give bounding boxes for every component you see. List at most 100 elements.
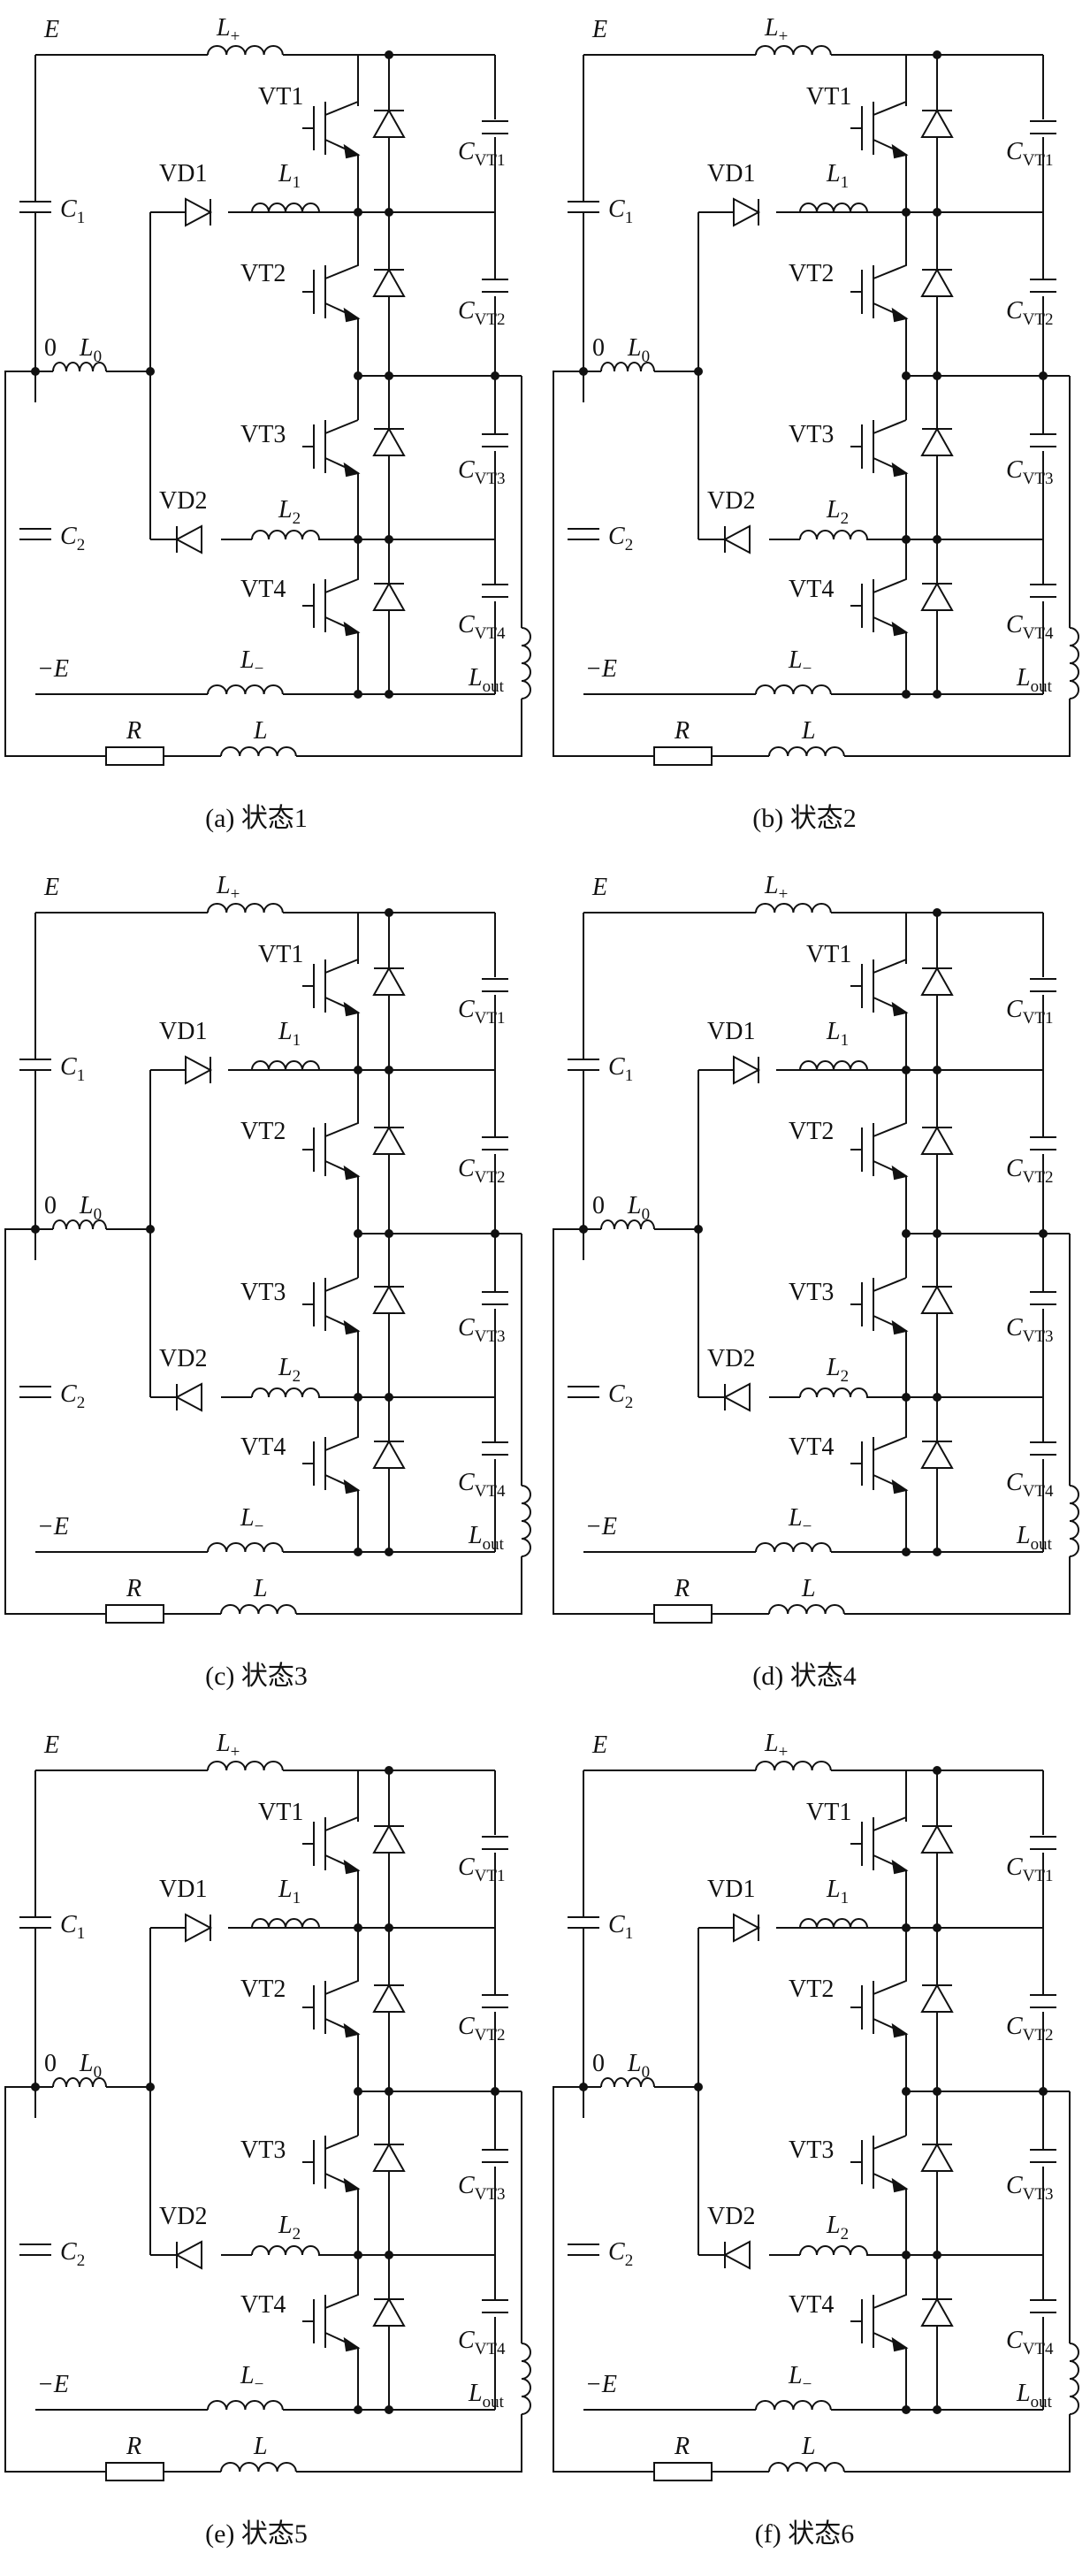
label-vt1: VT1 <box>258 941 303 968</box>
label-vt4: VT4 <box>789 1433 834 1461</box>
label-e: E <box>591 1731 607 1759</box>
label-l0: L0 <box>627 1192 650 1224</box>
panel-caption: (a) 状态1 <box>205 804 308 833</box>
label-neg-e: −E <box>37 2371 69 2398</box>
circuit-panel-5: E−E0L+L−L0L1L2C1C2VT1VT2VT3VT4VD1VD2CVT1… <box>4 1730 531 2549</box>
label-vt4: VT4 <box>789 576 834 603</box>
label-node-0: 0 <box>592 1192 605 1219</box>
label-vd1: VD1 <box>707 1876 755 1903</box>
label-lplus: L+ <box>216 14 240 46</box>
label-l2: L2 <box>826 2212 849 2243</box>
label-lplus: L+ <box>216 872 240 904</box>
panel-caption: (b) 状态2 <box>752 804 856 833</box>
label-l: L <box>801 2433 816 2460</box>
label-cvt4: CVT4 <box>458 2327 506 2358</box>
label-cvt4: CVT4 <box>1006 1469 1054 1501</box>
label-neg-e: −E <box>37 655 69 683</box>
label-vd2: VD2 <box>159 487 207 515</box>
label-c2: C2 <box>608 1380 633 1412</box>
label-vt2: VT2 <box>240 1118 286 1145</box>
label-c1: C1 <box>608 1911 633 1943</box>
label-vd1: VD1 <box>159 160 207 187</box>
panel-caption: (c) 状态3 <box>205 1662 308 1691</box>
label-lout: Lout <box>1016 2380 1053 2412</box>
label-lplus: L+ <box>764 872 788 904</box>
label-lminus: L− <box>788 1504 812 1536</box>
label-cvt2: CVT2 <box>458 1155 506 1187</box>
label-node-0: 0 <box>44 2050 57 2077</box>
label-lminus: L− <box>240 2362 263 2394</box>
label-l: L <box>253 717 268 745</box>
label-lout: Lout <box>468 2380 505 2412</box>
label-vt3: VT3 <box>240 421 286 448</box>
label-cvt3: CVT3 <box>1006 1314 1054 1346</box>
label-cvt2: CVT2 <box>458 297 506 329</box>
label-vt1: VT1 <box>806 83 851 111</box>
label-cvt3: CVT3 <box>458 2172 506 2204</box>
label-l1: L1 <box>278 160 301 192</box>
label-lminus: L− <box>240 646 263 678</box>
label-lout: Lout <box>1016 1522 1053 1554</box>
label-e: E <box>43 874 59 901</box>
label-l: L <box>801 1575 816 1602</box>
label-vt1: VT1 <box>258 1799 303 1826</box>
label-l2: L2 <box>826 496 849 528</box>
panel-caption: (d) 状态4 <box>752 1662 856 1691</box>
label-vt1: VT1 <box>806 941 851 968</box>
label-lminus: L− <box>788 646 812 678</box>
label-r: R <box>674 1575 690 1602</box>
label-l1: L1 <box>826 1018 849 1050</box>
label-vt3: VT3 <box>789 421 834 448</box>
label-l0: L0 <box>627 2050 650 2082</box>
circuit-panel-3: E−E0L+L−L0L1L2C1C2VT1VT2VT3VT4VD1VD2CVT1… <box>4 872 531 1691</box>
circuit-panel-4: E−E0L+L−L0L1L2C1C2VT1VT2VT3VT4VD1VD2CVT1… <box>553 872 1079 1691</box>
label-vd1: VD1 <box>159 1876 207 1903</box>
label-cvt1: CVT1 <box>1006 996 1054 1028</box>
circuit-panel-6: E−E0L+L−L0L1L2C1C2VT1VT2VT3VT4VD1VD2CVT1… <box>553 1730 1079 2549</box>
label-c2: C2 <box>608 523 633 554</box>
label-cvt2: CVT2 <box>1006 1155 1054 1187</box>
label-neg-e: −E <box>585 1513 617 1540</box>
label-l2: L2 <box>278 496 301 528</box>
label-neg-e: −E <box>585 655 617 683</box>
panel-caption: (e) 状态5 <box>205 2519 308 2549</box>
label-lminus: L− <box>240 1504 263 1536</box>
label-lout: Lout <box>1016 664 1053 696</box>
label-c1: C1 <box>608 1053 633 1085</box>
label-l: L <box>801 717 816 745</box>
label-lout: Lout <box>468 1522 505 1554</box>
label-vt4: VT4 <box>240 576 286 603</box>
label-cvt4: CVT4 <box>458 611 506 643</box>
label-vt1: VT1 <box>806 1799 851 1826</box>
label-r: R <box>674 2433 690 2460</box>
label-vt2: VT2 <box>789 1118 834 1145</box>
label-neg-e: −E <box>585 2371 617 2398</box>
label-vt2: VT2 <box>240 260 286 287</box>
label-cvt1: CVT1 <box>458 1854 506 1885</box>
label-c1: C1 <box>60 195 85 227</box>
label-vd2: VD2 <box>159 1345 207 1372</box>
label-vt3: VT3 <box>240 2136 286 2164</box>
label-c1: C1 <box>60 1053 85 1085</box>
label-cvt1: CVT1 <box>1006 1854 1054 1885</box>
label-node-0: 0 <box>592 334 605 362</box>
label-cvt4: CVT4 <box>1006 2327 1054 2358</box>
label-e: E <box>591 16 607 43</box>
label-l2: L2 <box>826 1354 849 1386</box>
label-vd2: VD2 <box>707 1345 755 1372</box>
label-cvt3: CVT3 <box>1006 456 1054 488</box>
label-l0: L0 <box>627 334 650 366</box>
label-vd1: VD1 <box>707 160 755 187</box>
label-node-0: 0 <box>44 1192 57 1219</box>
label-l2: L2 <box>278 1354 301 1386</box>
label-e: E <box>43 1731 59 1759</box>
label-vt4: VT4 <box>240 1433 286 1461</box>
label-l1: L1 <box>278 1876 301 1907</box>
label-cvt1: CVT1 <box>1006 138 1054 170</box>
label-l1: L1 <box>826 1876 849 1907</box>
label-vt4: VT4 <box>789 2291 834 2319</box>
label-c2: C2 <box>60 2238 85 2270</box>
label-vt3: VT3 <box>240 1279 286 1306</box>
label-cvt4: CVT4 <box>1006 611 1054 643</box>
